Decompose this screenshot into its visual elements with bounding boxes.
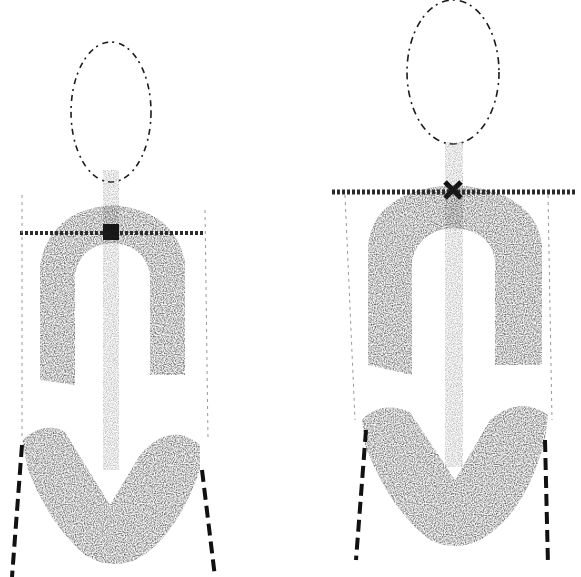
leg-line-left-b <box>202 470 215 577</box>
figure-left <box>12 42 215 577</box>
head-outline-right <box>407 0 499 144</box>
head-outline-left <box>71 42 151 182</box>
side-line-right-far <box>548 195 552 420</box>
leg-line-right-a <box>356 430 366 560</box>
side-line-right-outer <box>205 210 208 440</box>
side-line-right-inner <box>345 195 355 420</box>
figure-right <box>332 0 575 565</box>
leg-line-right-b <box>545 440 548 565</box>
leg-line-left-a <box>12 445 22 577</box>
